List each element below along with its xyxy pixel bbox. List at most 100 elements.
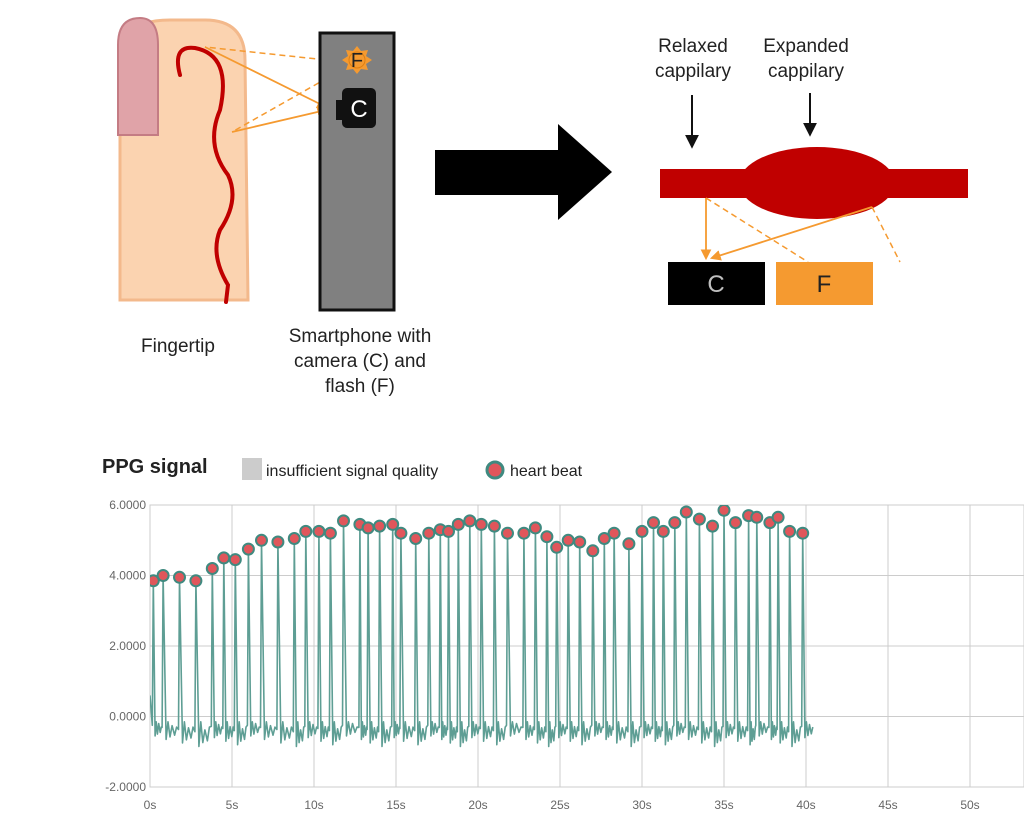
- heartbeat-marker: [255, 533, 268, 547]
- smartphone-label-line-1: Smartphone with: [289, 326, 432, 347]
- heartbeat-marker: [692, 512, 706, 526]
- heartbeat-marker: [540, 530, 554, 544]
- heartbeat-marker: [783, 524, 797, 538]
- heartbeat-marker: [717, 505, 731, 517]
- heartbeat-marker: [656, 524, 670, 538]
- x-tick-label: 40s: [796, 798, 815, 812]
- heartbeat-marker: [706, 519, 719, 533]
- heartbeat-marker: [622, 537, 636, 551]
- flash-letter: F: [351, 50, 363, 72]
- heartbeat-marker: [573, 535, 587, 549]
- heartbeat-marker: [287, 532, 301, 545]
- heartbeat-marker: [361, 521, 375, 535]
- heartbeat-marker: [607, 526, 621, 540]
- blood-vessel: [175, 45, 235, 304]
- heartbeat-marker: [228, 553, 242, 567]
- heartbeat-marker: [150, 574, 160, 588]
- plot-frame: [149, 504, 1024, 788]
- heartbeat-marker: [156, 569, 170, 582]
- heartbeat-marker: [550, 540, 564, 554]
- x-tick-label: 10s: [304, 798, 323, 812]
- heartbeat-marker: [474, 517, 488, 531]
- heartbeat-marker: [561, 533, 575, 547]
- fingertip-label: Fingertip: [141, 336, 215, 357]
- capillary: [660, 147, 968, 219]
- heartbeat-marker: [271, 535, 285, 549]
- capillary-labels: Relaxed cappilary Expanded cappilary: [655, 36, 849, 149]
- smartphone: F C: [318, 31, 396, 312]
- heartbeat-marker: [463, 514, 477, 528]
- y-tick-label: 6.0000: [109, 498, 146, 512]
- ppg-signal-line: [150, 509, 814, 748]
- heartbeat-marker: [647, 516, 660, 530]
- chart-legend: insufficient signal quality heart beat: [242, 458, 583, 480]
- heartbeat-marker: [373, 519, 387, 533]
- smartphone-label-line-3: flash (F): [325, 376, 395, 397]
- heartbeat-marker: [487, 519, 501, 533]
- heartbeat-marker: [422, 526, 436, 540]
- heartbeat-marker: [205, 562, 219, 575]
- heartbeat-marker: [501, 526, 514, 540]
- heartbeat-marker: [517, 526, 531, 540]
- heartbeat-marker: [597, 532, 611, 545]
- legend-heartbeat-marker: [485, 460, 505, 480]
- big-arrow-icon: [435, 124, 612, 220]
- heartbeat-marker: [528, 521, 542, 535]
- expanded-capillary: [739, 147, 895, 219]
- heartbeat-marker: [189, 574, 203, 588]
- camera-box: C: [668, 262, 765, 305]
- fingertip: [117, 16, 250, 304]
- x-tick-label: 30s: [632, 798, 651, 812]
- heartbeat-marker: [241, 542, 255, 556]
- fingernail: [117, 16, 159, 136]
- heartbeat-marker: [442, 524, 455, 538]
- smartphone-label-line-2: camera (C) and: [294, 351, 426, 372]
- expanded-label-line-2: cappilary: [768, 61, 845, 82]
- camera-letter: C: [350, 96, 367, 123]
- x-tick-label: 0s: [144, 798, 157, 812]
- heartbeat-marker: [586, 544, 600, 558]
- x-tick-label: 50s: [960, 798, 979, 812]
- x-tick-label: 25s: [550, 798, 569, 812]
- heartbeat-marker: [771, 510, 785, 524]
- heartbeat-marker: [386, 517, 400, 531]
- smartphone-body: [318, 31, 396, 312]
- heartbeat-marker: [299, 524, 313, 538]
- legend-heartbeat-label: heart beat: [510, 463, 583, 480]
- camera-box-letter: C: [707, 271, 724, 298]
- expanded-label-line-1: Expanded: [763, 36, 849, 57]
- heartbeat-marker: [394, 526, 408, 540]
- y-tick-label: 2.0000: [109, 639, 146, 653]
- light-path-capillary: [700, 197, 901, 263]
- heartbeat-marker: [796, 526, 810, 540]
- heartbeat-marker: [409, 532, 423, 545]
- x-tick-label: 15s: [386, 798, 405, 812]
- heartbeat-marker: [668, 516, 682, 530]
- heartbeat-marker: [337, 514, 350, 528]
- relaxed-label-line-1: Relaxed: [658, 36, 728, 57]
- x-tick-label: 35s: [714, 798, 733, 812]
- x-tick-label: 5s: [226, 798, 239, 812]
- legend-insufficient-label: insufficient signal quality: [266, 463, 438, 480]
- heartbeat-marker: [729, 516, 742, 530]
- flash-box: F: [776, 262, 873, 305]
- heartbeat-marker: [173, 570, 186, 584]
- flash-icon: F: [342, 46, 372, 74]
- y-tick-label: 0.0000: [109, 710, 146, 724]
- heartbeat-marker: [323, 526, 337, 540]
- heartbeat-marker: [451, 517, 465, 531]
- heartbeat-marker: [217, 551, 231, 565]
- smartphone-label: Smartphone with camera (C) and flash (F): [289, 326, 432, 397]
- chart-title: PPG signal: [102, 456, 208, 478]
- camera-icon: C: [336, 88, 376, 128]
- heartbeat-marker: [679, 505, 693, 519]
- relaxed-label-line-2: cappilary: [655, 61, 732, 82]
- y-tick-label: -2.0000: [105, 780, 146, 794]
- legend-insufficient-swatch: [242, 458, 262, 480]
- heartbeat-marker: [750, 510, 764, 524]
- x-tick-label: 45s: [878, 798, 897, 812]
- heartbeat-marker: [312, 524, 326, 538]
